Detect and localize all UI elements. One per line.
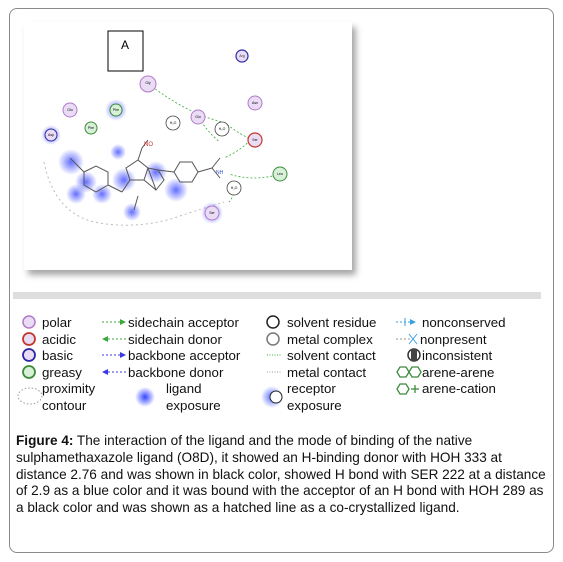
legend-solvent-contact: solvent contact <box>287 348 376 363</box>
ligand-interaction-svg: A <box>41 30 288 226</box>
legend-ligand: ligand <box>166 381 202 396</box>
svg-text:Gly: Gly <box>145 81 151 85</box>
figure-caption: Figure 4: The interaction of the ligand … <box>16 433 546 517</box>
svg-text:Phe: Phe <box>88 126 94 130</box>
legend-arene-arene: arene-arene <box>422 365 495 380</box>
arene-cation-icon <box>396 383 419 395</box>
basic-icon <box>22 348 36 362</box>
svg-text:H₂O: H₂O <box>219 127 226 131</box>
greasy-icon <box>22 365 36 379</box>
caption-text: The interaction of the ligand and the mo… <box>16 433 546 516</box>
ligand-exposure-icon <box>135 387 155 407</box>
svg-text:Ser: Ser <box>209 211 215 215</box>
interaction-diagram: A <box>24 22 352 270</box>
backbone-acceptor-icon <box>102 352 126 358</box>
arene-arene-icon <box>396 366 422 378</box>
residue-polar <box>204 205 220 221</box>
svg-text:Asn: Asn <box>252 101 258 105</box>
nitro-label: NO <box>144 142 153 148</box>
residue-greasy <box>272 166 288 182</box>
svg-text:Glu: Glu <box>67 108 73 112</box>
legend-backbone-acceptor: backbone acceptor <box>128 348 241 363</box>
legend-proximity: proximity <box>42 381 96 396</box>
acidic-icon <box>22 332 36 346</box>
residue-discs: Arg Gly Glu Phe Asp Phe Glu Asn Ser Leu <box>41 49 288 224</box>
legend-basic: basic <box>42 348 74 363</box>
separator-band <box>13 292 541 299</box>
legend-metal-complex: metal complex <box>287 332 373 347</box>
legend-arene-cation: arene-cation <box>422 381 496 396</box>
backbone-donor-icon <box>102 369 126 375</box>
residue-greasy <box>84 121 98 135</box>
nonpresent-icon <box>396 333 418 345</box>
proximity-contour-icon <box>17 387 43 405</box>
water-molecules: H₂O H₂O H₂O <box>165 115 242 196</box>
legend-receptor: receptor <box>287 381 336 396</box>
legend-receptor-exposure: exposure <box>287 398 342 413</box>
residue-polar <box>139 75 157 93</box>
metal-complex-icon <box>266 332 280 346</box>
residue-polar <box>62 102 78 118</box>
residue-polar <box>190 109 206 125</box>
svg-text:Asp: Asp <box>48 133 54 137</box>
residue-acidic <box>247 132 263 148</box>
caption-label: Figure 4: <box>16 433 74 448</box>
legend-polar: polar <box>42 315 72 330</box>
proximity-contour <box>43 161 225 226</box>
nonconserved-icon <box>396 318 416 326</box>
panel-label: A <box>121 38 129 52</box>
residue-greasy <box>109 103 123 117</box>
residue-basic <box>235 49 249 63</box>
legend-symbols <box>17 315 422 408</box>
panel-label-box <box>107 30 144 72</box>
nh-label: NH <box>216 170 224 176</box>
legend-sidechain-acceptor: sidechain acceptor <box>128 315 239 330</box>
legend-metal-contact: metal contact <box>287 365 367 380</box>
ligand-exposure <box>58 144 188 221</box>
legend-contour: contour <box>42 398 87 413</box>
legend-solvent-residue: solvent residue <box>287 315 377 330</box>
svg-text:H₂O: H₂O <box>170 121 177 125</box>
legend-sidechain-donor: sidechain donor <box>128 332 222 347</box>
polar-icon <box>22 315 36 329</box>
residue-polar <box>247 95 263 111</box>
legend-greasy: greasy <box>42 365 82 380</box>
inconsistent-icon <box>407 348 421 362</box>
svg-text:Ser: Ser <box>252 138 258 142</box>
svg-text:Arg: Arg <box>239 54 245 58</box>
svg-text:Leu: Leu <box>277 172 283 176</box>
sidechain-donor-icon <box>102 336 126 342</box>
svg-text:Phe: Phe <box>113 108 119 112</box>
svg-text:Glu: Glu <box>195 115 201 119</box>
legend-ligand-exposure: exposure <box>166 398 221 413</box>
svg-text:H₂O: H₂O <box>231 186 238 190</box>
sidechain-acceptor-icon <box>102 319 126 325</box>
legend-inconsistent: inconsistent <box>422 348 493 363</box>
legend-acidic: acidic <box>42 332 76 347</box>
ligand-skeleton <box>69 139 221 211</box>
legend-nonconserved: nonconserved <box>422 315 506 330</box>
receptor-exposure-icon <box>269 390 283 404</box>
residue-basic <box>44 128 58 142</box>
legend-backbone-donor: backbone donor <box>128 365 224 380</box>
legend: polar acidic basic greasy proximity cont… <box>14 313 544 423</box>
legend-nonpresent: nonpresent <box>420 332 487 347</box>
solvent-residue-icon <box>266 315 280 329</box>
